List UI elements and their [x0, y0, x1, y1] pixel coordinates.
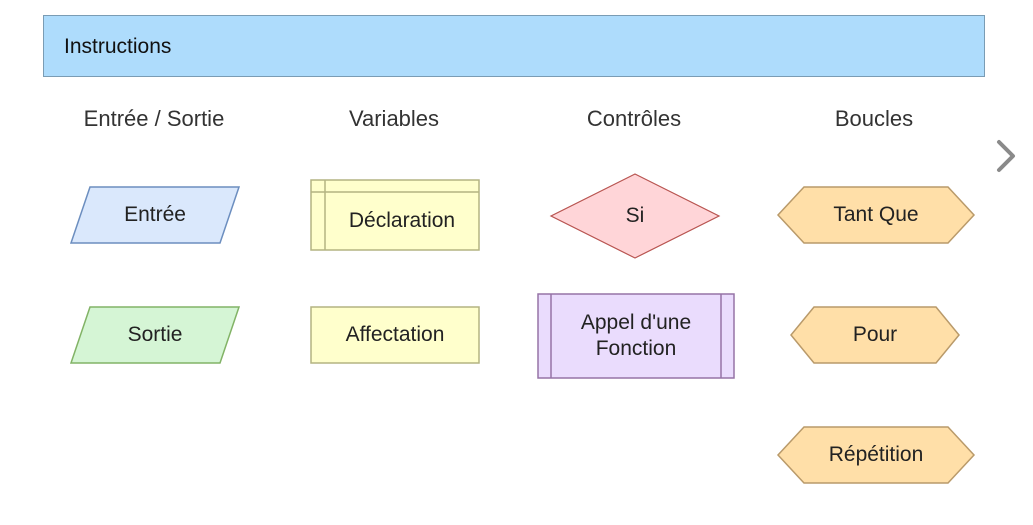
column-title-controls: Contrôles — [586, 106, 682, 131]
assignment-block[interactable]: Affectation — [310, 306, 480, 364]
while-block-label: Tant Que — [833, 202, 919, 226]
output-block[interactable]: Sortie — [69, 306, 241, 364]
repeat-block-label: Répétition — [828, 442, 924, 466]
function-call-block[interactable]: Appel d'une Fonction — [537, 293, 735, 379]
for-block[interactable]: Pour — [790, 306, 960, 364]
chevron-right-icon — [997, 140, 1015, 172]
function-call-block-label: Appel d'une Fonction — [580, 310, 692, 360]
input-block[interactable]: Entrée — [69, 186, 241, 244]
assignment-block-label: Affectation — [345, 322, 445, 346]
instructions-header: Instructions — [43, 15, 985, 77]
if-block-label: Si — [625, 203, 645, 227]
column-title-variables: Variables — [348, 106, 440, 131]
output-block-label: Sortie — [127, 322, 183, 346]
repeat-block[interactable]: Répétition — [776, 426, 976, 484]
declaration-block[interactable]: Déclaration — [310, 179, 480, 251]
input-block-label: Entrée — [124, 202, 186, 226]
if-block[interactable]: Si — [549, 173, 721, 259]
declaration-block-label: Déclaration — [348, 208, 456, 232]
while-block[interactable]: Tant Que — [776, 186, 976, 244]
for-block-label: Pour — [852, 322, 898, 346]
column-title-io: Entrée / Sortie — [83, 106, 225, 131]
next-page-button[interactable] — [994, 138, 1020, 174]
header-title: Instructions — [64, 35, 172, 58]
column-title-loops: Boucles — [834, 106, 914, 131]
